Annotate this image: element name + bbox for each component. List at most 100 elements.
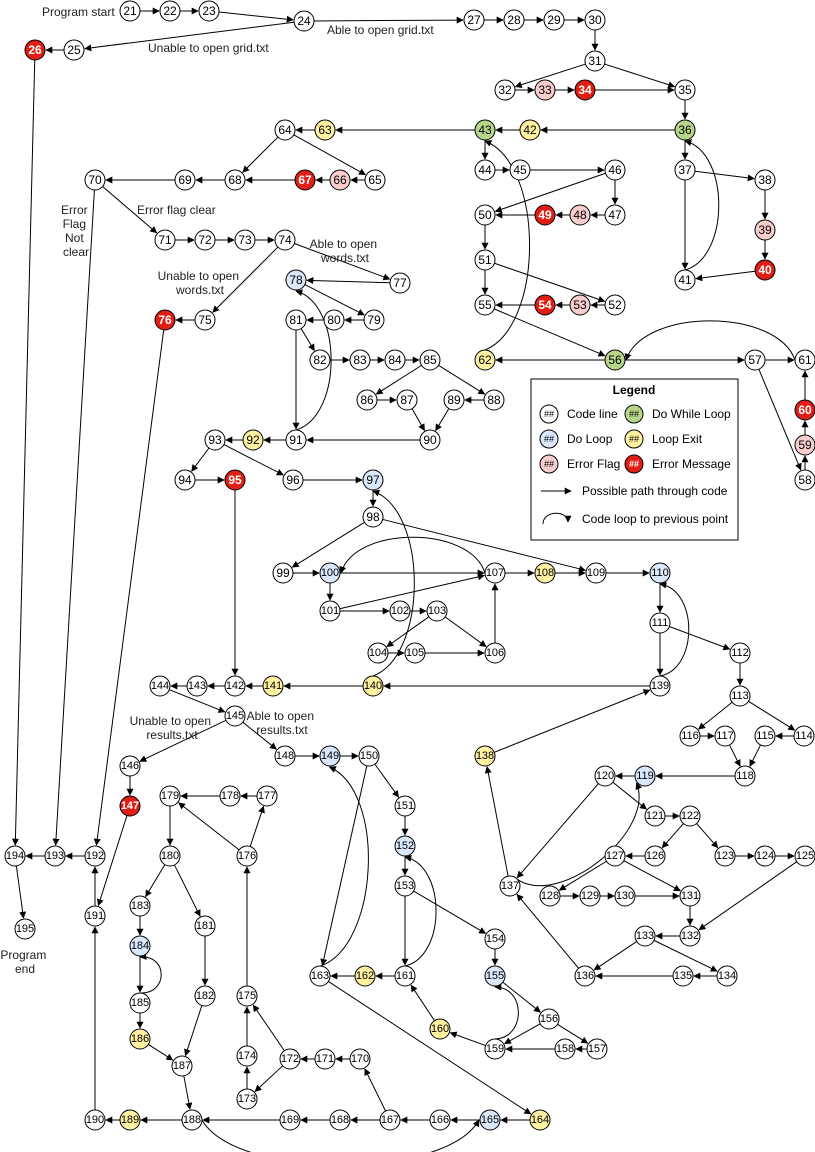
- node-label: 149: [321, 750, 339, 762]
- node-label: 186: [131, 1033, 149, 1045]
- node-circle: [354, 965, 376, 987]
- node-label: 133: [636, 930, 654, 942]
- node-77: 77: [389, 272, 411, 294]
- node-label: 92: [246, 433, 260, 447]
- node-145: 145: [224, 705, 246, 727]
- node-circle: [349, 1048, 371, 1070]
- node-label: 108: [536, 567, 554, 579]
- node-label: 106: [486, 647, 504, 659]
- loop-edge-107-100: [339, 536, 486, 574]
- node-circle: [356, 389, 378, 411]
- node-143: 143: [186, 675, 208, 697]
- node-159: 159: [484, 1038, 506, 1060]
- node-circle: [644, 805, 666, 827]
- node-label: 36: [678, 123, 692, 137]
- node-circle: [634, 765, 656, 787]
- node-label: 70: [88, 173, 102, 187]
- node-label: 177: [258, 790, 276, 802]
- node-circle: [149, 675, 171, 697]
- node-circle: [329, 1109, 351, 1131]
- node-label: 119: [636, 770, 654, 782]
- node-167: 167: [379, 1109, 401, 1131]
- node-circle: [364, 169, 386, 191]
- node-189: 189: [119, 1109, 141, 1131]
- node-label: 78: [289, 273, 303, 287]
- node-label: 84: [388, 353, 402, 367]
- node-label: 173: [238, 1093, 256, 1105]
- node-circle: [24, 39, 46, 61]
- node-label: 101: [321, 605, 339, 617]
- node-label: 140: [364, 680, 382, 692]
- edge-93-96: [223, 444, 284, 476]
- node-86: 86: [356, 389, 378, 411]
- edges-layer: [11, 7, 809, 1152]
- node-label: 42: [523, 123, 537, 137]
- node-82: 82: [309, 349, 331, 371]
- node-label: 159: [486, 1043, 504, 1055]
- error-not-clear-label: Error Flag Not clear: [61, 203, 91, 259]
- node-label: 59: [798, 438, 812, 452]
- node-circle: [274, 119, 296, 141]
- node-label: 145: [226, 710, 244, 722]
- node-label: 49: [538, 208, 552, 222]
- node-circle: [272, 562, 294, 584]
- node-87: 87: [396, 389, 418, 411]
- node-104: 104: [367, 642, 389, 664]
- node-circle: [282, 469, 304, 491]
- node-circle: [429, 1018, 451, 1040]
- node-70: 70: [84, 169, 106, 191]
- edge-156-157: [557, 1023, 589, 1044]
- node-circle: [474, 249, 496, 271]
- node-circle: [285, 429, 307, 451]
- edge-182-187: [184, 1005, 203, 1057]
- node-circle: [129, 935, 151, 957]
- node-label: 167: [381, 1114, 399, 1126]
- node-45: 45: [509, 159, 531, 181]
- node-label: 174: [238, 1050, 256, 1062]
- node-circle: [594, 765, 616, 787]
- node-58: 58: [794, 469, 815, 491]
- node-32: 32: [494, 79, 516, 101]
- node-71: 71: [154, 229, 176, 251]
- node-100: 100: [319, 562, 341, 584]
- node-circle: [174, 169, 196, 191]
- node-label: 90: [423, 433, 437, 447]
- node-circle: [479, 1109, 501, 1131]
- able-words-label: Able to open words.txt: [310, 237, 381, 265]
- legend-path-text: Possible path through code: [582, 484, 728, 498]
- node-110: 110: [649, 562, 671, 584]
- node-circle: [285, 269, 307, 291]
- node-circle: [274, 745, 296, 767]
- node-173: 173: [236, 1088, 258, 1110]
- node-circle: [794, 469, 815, 491]
- node-circle: [154, 309, 176, 331]
- node-label: 60: [798, 403, 812, 417]
- edge-111-112: [669, 626, 731, 651]
- node-label: 56: [608, 353, 622, 367]
- node-circle: [539, 885, 561, 907]
- node-186: 186: [129, 1028, 151, 1050]
- node-166: 166: [429, 1109, 451, 1131]
- node-label: 110: [651, 567, 669, 579]
- edge-133-134: [653, 939, 718, 972]
- node-circle: [463, 9, 485, 31]
- node-circle: [389, 272, 411, 294]
- node-label: 178: [221, 790, 239, 802]
- node-170: 170: [349, 1048, 371, 1070]
- node-165: 165: [479, 1109, 501, 1131]
- node-circle: [579, 885, 601, 907]
- node-circle: [44, 845, 66, 867]
- node-158: 158: [554, 1038, 576, 1060]
- node-180: 180: [159, 845, 181, 867]
- node-circle: [367, 642, 389, 664]
- loop-edge-137-119: [517, 782, 643, 887]
- edge-122-123: [696, 823, 719, 849]
- legend-title: Legend: [613, 383, 656, 397]
- node-circle: [204, 429, 226, 451]
- node-174: 174: [236, 1045, 258, 1067]
- node-circle: [584, 9, 606, 31]
- node-circle: [754, 169, 776, 191]
- node-176: 176: [236, 845, 258, 867]
- node-50: 50: [474, 204, 496, 226]
- node-label: 95: [228, 473, 242, 487]
